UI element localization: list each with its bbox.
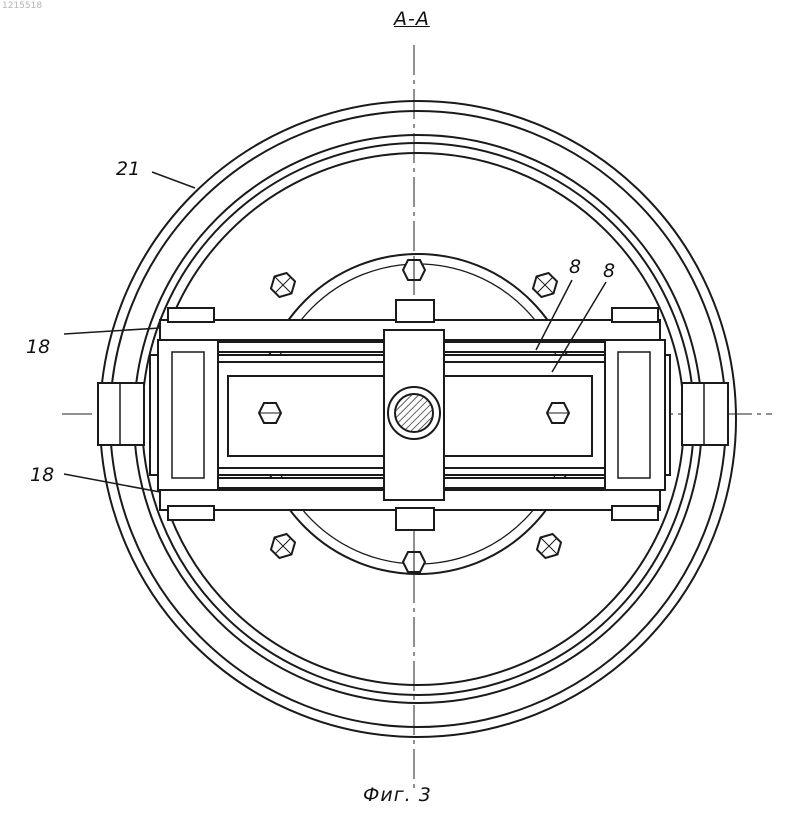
bolt-nut-upper-left <box>267 269 300 302</box>
left-bolt-head-bottom <box>168 506 214 520</box>
right-bolt-head-bottom <box>612 506 658 520</box>
callout-8-b: 8 <box>603 260 615 282</box>
left-boss <box>98 383 144 445</box>
bolt-nut-left <box>259 403 281 423</box>
bolt-nut-upper-right <box>529 269 562 302</box>
callout-18-upper: 18 <box>26 336 50 358</box>
hub-bolt-top <box>396 300 434 322</box>
right-bolt-head-top <box>612 308 658 322</box>
left-end-inner <box>172 352 204 478</box>
leader-21 <box>152 172 195 188</box>
bolt-nut-right <box>547 403 569 423</box>
bolt-nut-lower-left <box>267 530 300 563</box>
shaft-section <box>395 394 433 432</box>
hub-bolt-bottom <box>396 508 434 530</box>
document-number: 1215518 <box>2 1 42 11</box>
bolt-nut-bottom <box>403 552 425 572</box>
left-bolt-head-top <box>168 308 214 322</box>
right-end-inner <box>618 352 650 478</box>
callout-8-a: 8 <box>569 256 581 278</box>
right-boss <box>682 383 728 445</box>
section-title: A-A <box>394 8 430 30</box>
bolt-nut-lower-right <box>533 530 566 563</box>
callout-21: 21 <box>116 158 140 180</box>
leader-18-lower <box>64 474 160 492</box>
figure-caption: Фиг. 3 <box>363 784 432 806</box>
callout-18-lower: 18 <box>30 464 54 486</box>
bolt-nut-top <box>403 260 425 280</box>
